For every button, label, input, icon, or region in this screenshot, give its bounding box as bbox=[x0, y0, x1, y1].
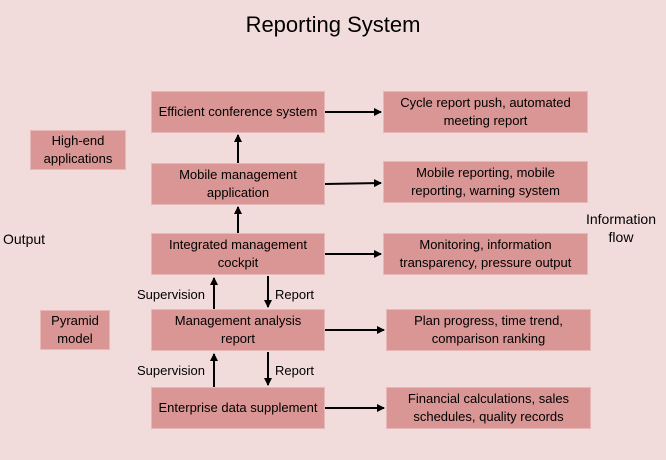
level-label-data-supplement: Enterprise data supplement bbox=[158, 400, 318, 415]
high-end-applications-box: High-end applications bbox=[30, 130, 126, 170]
level-label-cockpit: Integrated management cockpit bbox=[168, 237, 308, 270]
output-label-mobile: Mobile reporting, mobile reporting, warn… bbox=[411, 165, 560, 198]
level-label-conference: Efficient conference system bbox=[158, 104, 318, 119]
information-flow-label: Information flow bbox=[585, 211, 657, 245]
output-box-analysis: Plan progress, time trend, comparison ra… bbox=[386, 309, 591, 351]
supervision-label-lower: Supervision bbox=[137, 363, 205, 378]
output-label-data-supplement: Financial calculations, sales schedules,… bbox=[407, 391, 570, 424]
high-end-applications-label: High-end applications bbox=[43, 133, 113, 166]
supervision-label-upper: Supervision bbox=[137, 287, 205, 302]
pyramid-model-box: Pyramid model bbox=[40, 310, 110, 350]
level-label-analysis: Management analysis report bbox=[174, 313, 302, 346]
arrow-mobile-to-output bbox=[324, 179, 382, 188]
level-box-analysis: Management analysis report bbox=[151, 309, 325, 351]
report-label-upper: Report bbox=[275, 287, 315, 302]
output-label-conference: Cycle report push, automated meeting rep… bbox=[400, 95, 571, 128]
output-label-cockpit: Monitoring, information transparency, pr… bbox=[399, 237, 572, 270]
report-label-lower: Report bbox=[275, 363, 315, 378]
output-box-conference: Cycle report push, automated meeting rep… bbox=[383, 91, 588, 133]
output-label-analysis: Plan progress, time trend, comparison ra… bbox=[414, 313, 563, 346]
output-box-data-supplement: Financial calculations, sales schedules,… bbox=[386, 387, 591, 429]
level-box-cockpit: Integrated management cockpit bbox=[151, 233, 325, 275]
output-label: Output bbox=[3, 231, 46, 247]
output-box-cockpit: Monitoring, information transparency, pr… bbox=[383, 233, 588, 275]
pyramid-model-label: Pyramid model bbox=[51, 313, 99, 346]
output-box-mobile: Mobile reporting, mobile reporting, warn… bbox=[383, 161, 588, 203]
level-label-mobile: Mobile management application bbox=[179, 167, 297, 200]
level-box-conference: Efficient conference system bbox=[151, 91, 325, 133]
level-box-data-supplement: Enterprise data supplement bbox=[151, 387, 325, 429]
diagram-title: Reporting System bbox=[245, 12, 421, 37]
level-box-mobile: Mobile management application bbox=[151, 163, 325, 205]
